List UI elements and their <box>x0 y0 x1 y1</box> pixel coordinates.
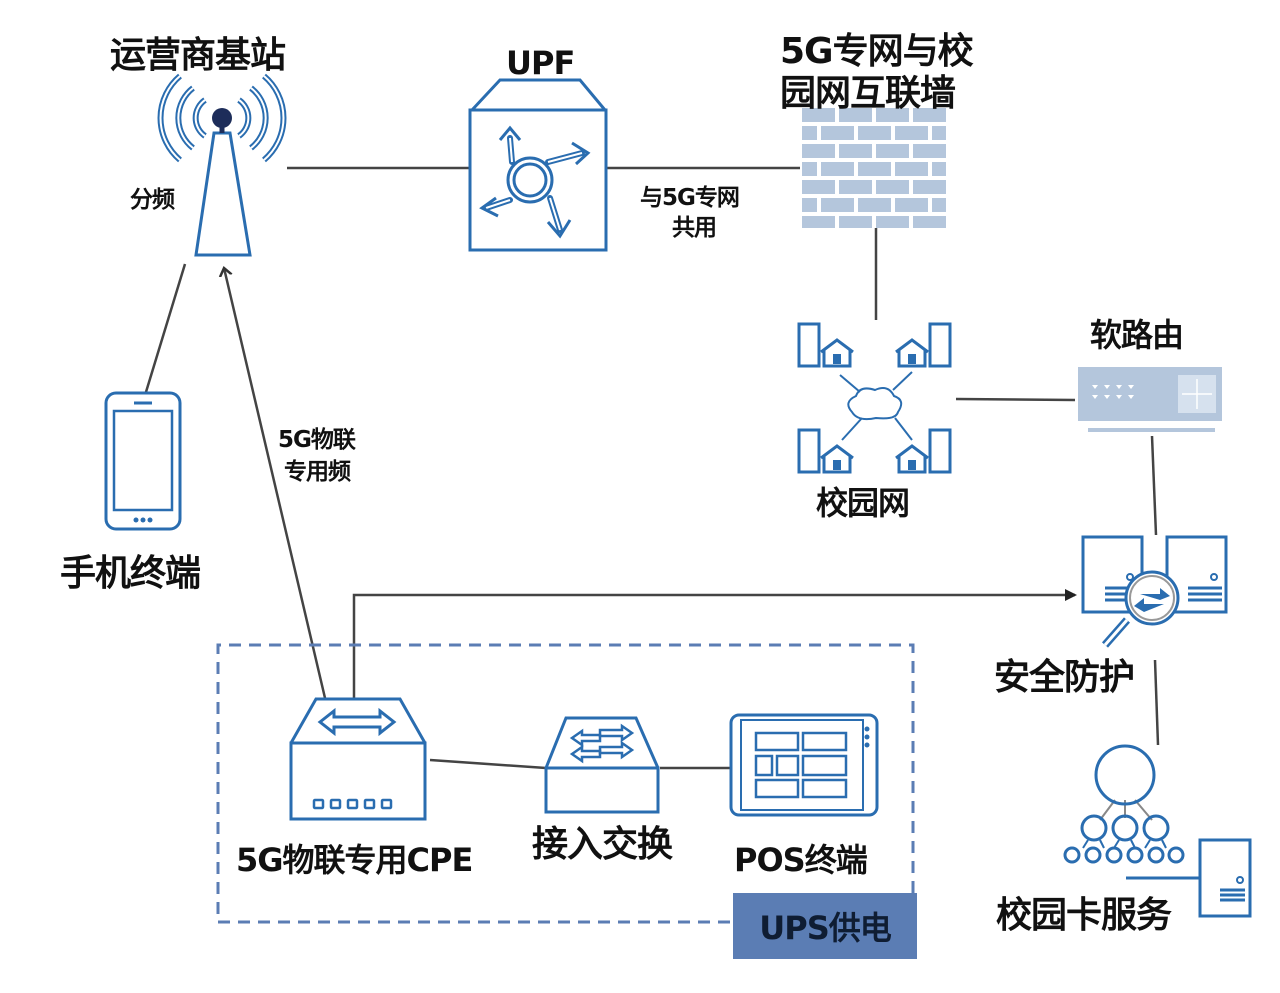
iot-band-label-line2: 专用频 <box>284 459 351 485</box>
edge-phone-basestation <box>144 263 187 393</box>
upf-router-icon <box>468 78 608 252</box>
security-label: 安全防护 <box>994 657 1135 698</box>
campus-network-label: 校园网 <box>816 484 910 522</box>
iot-band-label-line1: 5G物联 <box>278 427 356 453</box>
building-house-icon <box>797 322 854 368</box>
base-station-label: 运营商基站 <box>110 35 286 76</box>
frequency-split-label: 分频 <box>130 187 175 213</box>
campus-network-icon <box>797 322 952 474</box>
phone-label: 手机终端 <box>60 553 201 594</box>
cpe-label: 5G物联专用CPE <box>236 841 473 879</box>
server-icon <box>1198 838 1252 918</box>
antenna-tower-icon <box>157 73 287 257</box>
edge-campus-router <box>955 397 1076 402</box>
edge-router-security <box>1150 435 1158 536</box>
shared-with-5g-label-line2: 共用 <box>672 215 717 241</box>
firewall-icon <box>802 108 946 228</box>
pos-terminal-icon <box>729 713 879 817</box>
edge-security-cardservice <box>1153 659 1160 746</box>
building-house-icon <box>895 322 952 368</box>
connections <box>144 166 1160 770</box>
building-house-icon <box>895 428 952 474</box>
cpe-device-icon <box>289 697 427 821</box>
edge-cpe-basestation-iot <box>224 268 327 699</box>
firewall-label-line1: 5G专网与校 <box>780 31 974 72</box>
edge-cpe-security <box>352 589 1077 698</box>
pos-label: POS终端 <box>734 841 868 879</box>
building-house-icon <box>797 428 854 474</box>
security-inspection-icon <box>1081 535 1228 648</box>
shared-with-5g-label-line1: 与5G专网 <box>640 185 740 211</box>
firewall-label-line2: 园网互联墙 <box>780 73 956 114</box>
ups-power-badge: UPS供电 <box>733 893 917 959</box>
card-service-tree-icon <box>1063 744 1200 880</box>
mobile-phone-icon <box>104 391 182 531</box>
access-switch-label: 接入交换 <box>532 824 673 865</box>
upf-label: UPF <box>506 44 575 82</box>
access-switch-icon <box>544 716 660 814</box>
soft-router-label: 软路由 <box>1090 316 1184 354</box>
soft-router-icon <box>1078 367 1222 432</box>
ups-group-border <box>216 643 915 924</box>
card-service-label: 校园卡服务 <box>996 895 1172 936</box>
edge-cpe-switch <box>429 758 547 770</box>
